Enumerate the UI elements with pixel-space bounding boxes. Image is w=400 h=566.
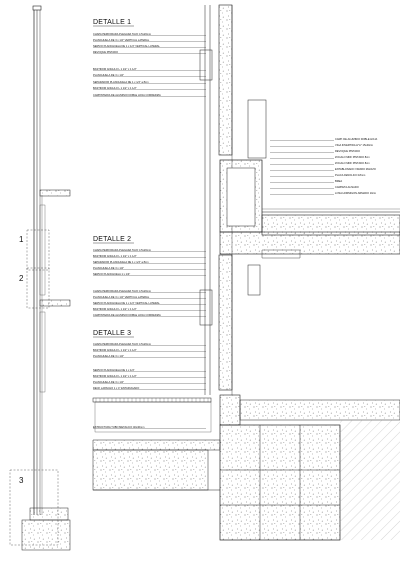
right-note: CARP. DE ALUMINIO DOBLE HOJA	[335, 137, 377, 141]
detail-3-note: NERVIO PLANCHUELA DE 1 x 1/4"	[93, 368, 135, 372]
concrete-wall	[218, 4, 233, 156]
callout-frame-3	[9, 469, 59, 546]
slab-lower	[29, 507, 69, 521]
detail-1-note: PLANCHUELA DE 3 x 1/4"	[93, 73, 124, 77]
ceiling-detail	[261, 249, 301, 259]
foundation	[21, 519, 71, 551]
right-note: BREA	[335, 179, 342, 183]
exterior-foundation	[92, 449, 209, 491]
detail-3-structure-note: ESTRUCTURA TUBO METALICO 40x40mm	[93, 425, 144, 429]
deck-substructure	[94, 401, 212, 433]
detail-3-note: PLANCHUELA DE 3 x 1/4"	[93, 380, 124, 384]
detail-3-note: PLANCHUELA DE 3 x 1/4"	[93, 354, 124, 358]
detail-2-title: DETALLE 2	[93, 236, 131, 243]
detail-2-note: PLANCHUELA DE 3 x 1/4"	[93, 266, 124, 270]
wall-middle	[218, 254, 233, 391]
detail-2-note: CHAPA PERFORADA PLEGADA TAJO 4.5x20mm	[93, 289, 151, 293]
detail-3-notes: CHAPA PERFORADA PLEGADA TAJO 4.5x20mm BA…	[93, 342, 151, 429]
detail-2-note: CARPINTERIA DE ALUMINIO DOBLE HOJA CORRE…	[93, 313, 161, 317]
right-side-notes: CARP. DE ALUMINIO DOBLE HOJA VIGA INVERT…	[335, 137, 377, 195]
detail-3-note: CHAPA PERFORADA PLEGADA TAJO 4.5x20mm	[93, 342, 151, 346]
detail-1-notes: CHAPA PERFORADA PLEGADA TAJO 4.5x20mm PL…	[93, 32, 161, 97]
slab-middle	[39, 299, 71, 307]
foundation-beam	[219, 394, 241, 426]
callout-frame-1	[26, 229, 50, 271]
detail-2-note: PLANCHUELA DE 3 x 1/4" VERTICAL LATERAL	[93, 295, 150, 299]
detail-3-note: DECK LAPACHO 1 x 4" ENTARUGADO	[93, 386, 139, 390]
detail-3-title: DETALLE 3	[93, 330, 131, 337]
frame-mid-detail	[199, 289, 213, 326]
detail-wall-assembly	[92, 4, 400, 541]
detail-3-note: BASTIDOR ANGULO L 1 1/2" x 1 1/2"	[93, 374, 137, 378]
detail-2-note: NERVIO PLANCHUELA 1 x 1/4"	[93, 272, 130, 276]
aluminium-frame-2	[247, 264, 261, 296]
deck-slats	[95, 398, 209, 402]
detail-1-note: CHAPA PERFORADA PLEGADA TAJO 4.5x20mm	[93, 32, 151, 36]
top-parapet-cap	[32, 5, 42, 11]
detail-3-note: BASTIDOR ANGULO L 1 1/2" x 1 1/2"	[93, 348, 137, 352]
aluminium-frame-1	[247, 99, 267, 159]
right-note: ENTABLONADO VIRARO MACIZO	[335, 167, 376, 171]
beam-core	[226, 167, 256, 227]
detail-2-note: NERVIO PLANCHUELA DE 1 x 1/4" VERTICAL L…	[93, 301, 160, 305]
beam-detail-1	[199, 49, 213, 81]
detail-2-notes: CHAPA PERFORADA PLEGADA TAJO 4.5x20mm BA…	[93, 248, 161, 317]
right-note: CARPETA ALISADO	[335, 185, 359, 189]
slab-upper	[39, 189, 71, 197]
right-note: PLACA FENOLICO 18mm	[335, 173, 365, 177]
earth-fill	[340, 420, 400, 540]
right-note: VIGA INVERTIDA H°A° 15x40cm	[335, 143, 373, 147]
detail-1-note: NERVIO PLANCHUELA DE 1 x 1/4" VERTICAL L…	[93, 44, 160, 48]
right-note: LOSA HORMIGON ARMADO 10cm	[335, 191, 376, 195]
detail-1-note: PLANCHUELA DE 3 x 1/4" VERTICAL LATERAL	[93, 38, 150, 42]
section-marker-2: 2	[19, 274, 24, 283]
exterior-ground-slab	[92, 439, 221, 451]
detail-1-note: REVOQUE PINTADO	[93, 50, 118, 54]
detail-1-note: CARPINTERIA DE ALUMINIO DOBLE HOJA CORRE…	[93, 93, 161, 97]
detail-2-note: SEPARADOR PLANCHUELA DE 1 x 1/4" a 8cm	[93, 260, 149, 264]
section-marker-1: 1	[19, 235, 24, 244]
right-note: ZOCALO MDF PINTADO 8cm	[335, 155, 370, 159]
full-height-section	[9, 5, 71, 551]
foundation-block	[219, 424, 341, 541]
detail-2-note: BASTIDOR ANGULO L 1 1/2" x 1 1/2"	[93, 307, 137, 311]
detail-1-note: SEPARADOR PLANCHUELA DE 1 x 1/4" a 8cm	[93, 80, 149, 84]
window-lower	[39, 311, 46, 393]
detail-2-note: BASTIDOR ANGULO L 1 1/2" x 1 1/2"	[93, 254, 137, 258]
detail-1-title: DETALLE 1	[93, 19, 131, 26]
lower-slab-band	[219, 231, 400, 255]
section-marker-3: 3	[19, 476, 24, 485]
right-note: REVOQUE PINTADO	[335, 149, 360, 153]
window-upper	[39, 204, 46, 296]
detail-2-note: CHAPA PERFORADA PLEGADA TAJO 4.5x20mm	[93, 248, 151, 252]
callout-frame-2	[26, 267, 50, 309]
detail-1-note: BASTIDOR ANGULO L 1 1/2" x 1 1/2"	[93, 86, 137, 90]
ground-slab	[239, 399, 400, 421]
detail-1-note: BASTIDOR ANGULO L 1 1/2" x 1 1/2"	[93, 67, 137, 71]
right-note: ZOCALO MDF PINTADO 8cm	[335, 161, 370, 165]
annotation-leaders	[93, 35, 334, 429]
